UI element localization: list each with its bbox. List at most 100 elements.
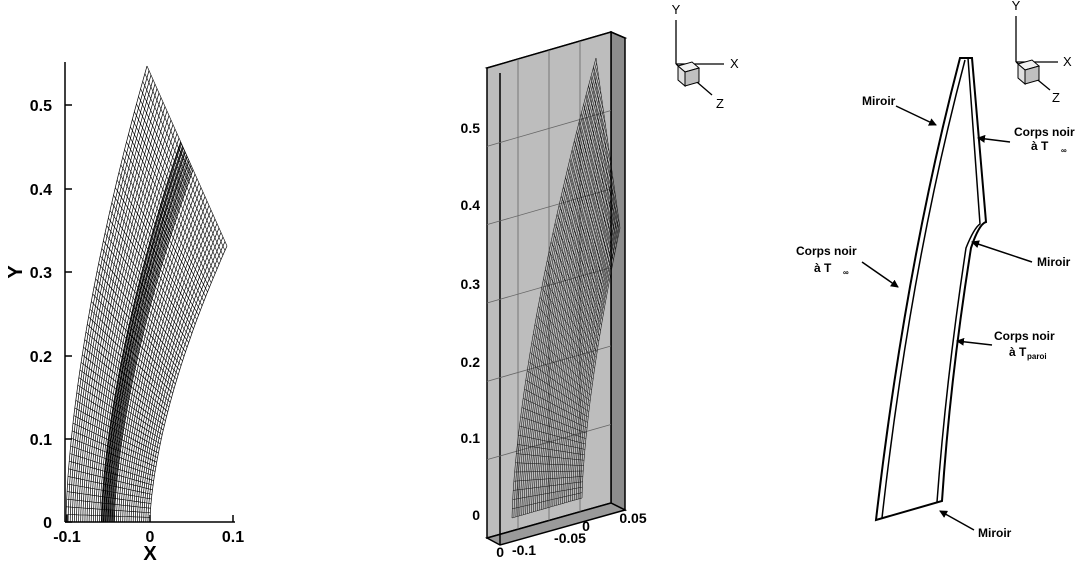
left-mesh-cross [78,377,163,435]
left-mesh-panel: 0 0.1 0.2 0.3 0.4 0.5 -0.1 0 0.1 X Y [5,62,244,564]
box-right-face [610,30,626,512]
left-y-tick-0.3: 0.3 [30,265,52,282]
mid-mesh-cross [511,497,583,519]
mid-mesh-cross [514,470,584,473]
left-mesh-cross [116,179,199,316]
left-mesh-line [132,209,212,523]
left-mesh-cross [95,278,179,375]
right-orient-z: Z [1052,90,1060,105]
mid-x-tick-0: 0 [582,518,590,534]
left-mesh-cross [106,225,189,343]
mid-mesh-cross [595,57,621,229]
left-mesh-cross [101,248,185,357]
mid-mesh-cross [574,140,611,277]
left-mesh-cross [113,195,196,325]
left-mesh-cross [118,172,201,311]
left-y-tick-0: 0 [43,515,52,532]
mid-y-tick-0.4: 0.4 [461,197,481,213]
mid-mesh-cross [513,476,583,482]
right-boundary-panel: Miroir Corps noir à T ∞ Corps noir à T ∞… [796,0,1075,540]
mid-mesh-cross [576,131,612,272]
mid-mesh-cross [578,122,613,266]
left-mesh-cross [69,460,154,486]
mid-mesh-cross [569,159,609,288]
mid-y-tick-0.1: 0.1 [461,430,481,446]
left-mesh-cross [80,362,165,426]
mid-mesh-cross [528,361,590,407]
mid-mesh-cross [571,149,610,283]
mid-mesh-cross [533,333,592,391]
left-mesh-cross [69,453,154,481]
left-mesh-cross [142,81,224,256]
label-corps-noir-right-line1: Corps noir [994,329,1055,343]
arrow-miroir-mid [971,240,1033,263]
left-mesh-cross [66,514,151,518]
label-corps-noir-top-line2: à T [1031,139,1049,153]
arrow-miroir-top [895,105,937,126]
left-y-tick-0.1: 0.1 [30,432,52,449]
mid-mesh-cross [558,205,604,315]
mid-mesh-cross [554,223,602,326]
arrow-miroir-bottom [939,510,975,531]
r-triad-cube-front [1017,62,1026,86]
mid-mesh-cross [539,297,595,369]
left-mesh-cross [120,164,203,306]
mid-mesh-cross [522,398,588,429]
left-mesh-cross [124,149,206,297]
right-orient-y: Y [1012,0,1021,13]
label-corps-noir-top-line1: Corps noir [1014,125,1075,139]
mid-mesh-cross [563,186,606,304]
mid-mesh-cross [545,269,598,353]
arrow-corps-noir-left [861,261,899,288]
left-boundary-strip [881,59,966,519]
left-mesh-cross [87,324,171,403]
label-corps-noir-left-line1: Corps noir [796,244,857,258]
left-mesh-cross [115,187,198,320]
mid-mesh-cross [548,251,600,342]
mid-z-tick-0: 0 [496,544,504,560]
left-mesh-cross [103,240,186,352]
left-mesh-cross [68,468,153,491]
left-mesh-cross [70,445,155,477]
mid-mesh-cross [521,407,587,434]
left-mesh-cross [104,233,188,348]
mid-mesh-cross [516,453,585,461]
mid-mesh-cross [513,481,583,491]
arrow-corps-noir-right [956,337,993,346]
left-mesh-cross [96,271,180,371]
left-mesh-cross [136,103,218,270]
left-mesh-cross [134,111,216,274]
left-mesh-cross [99,255,183,362]
left-mesh-cross [67,483,152,500]
left-mesh-cross [79,369,164,431]
mid-orientation-triad: Y X Z [672,2,739,111]
label-corps-noir-top-sub: ∞ [1061,146,1067,155]
mid-orient-y: Y [672,2,681,17]
left-x-tick-0.1: 0.1 [222,529,244,546]
mid-y-tick-0.2: 0.2 [461,354,481,370]
left-mesh-cross [67,476,152,495]
label-corps-noir-right-line2: à T [1009,345,1027,359]
left-mesh-cross [130,126,212,283]
right-boundary-strip [936,57,981,503]
mid-orient-z: Z [716,96,724,111]
left-mesh-cross [85,331,170,408]
left-mesh-cross [140,88,222,260]
mid-mesh-cross [536,315,594,380]
left-y-axis-label: Y [5,265,27,279]
left-mesh-cross [83,346,167,417]
label-miroir-mid: Miroir [1037,255,1071,269]
right-orient-x: X [1063,54,1072,69]
mid-mesh-cross [541,287,596,364]
left-mesh-cross [72,422,157,463]
left-mesh-cross [75,400,160,449]
label-miroir-top: Miroir [862,94,896,108]
mid-mesh-cross [538,306,595,374]
left-mesh-cross [72,430,157,468]
left-mesh-cross [128,134,210,288]
middle-mesh-grid [511,57,621,519]
mid-mesh-cross [515,462,584,466]
mid-grid-hline [486,424,612,461]
